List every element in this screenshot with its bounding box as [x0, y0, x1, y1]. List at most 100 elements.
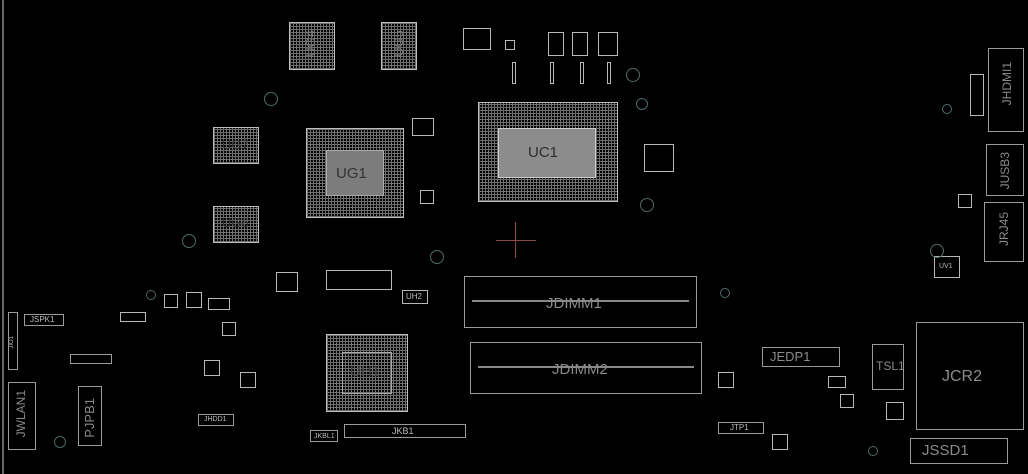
- label-jkbl1: JKBL1: [314, 433, 335, 440]
- label-ug7: UG7: [222, 137, 249, 152]
- component-top-h: [607, 62, 611, 84]
- mounting-hole: [146, 290, 156, 300]
- component-left-6: [204, 360, 220, 376]
- component-left-7: [240, 372, 256, 388]
- mounting-hole: [264, 92, 278, 106]
- mounting-hole: [626, 68, 640, 82]
- label-jedp1: JEDP1: [770, 349, 811, 364]
- connector-jspk1: [24, 314, 64, 326]
- component-mid-1: [326, 270, 392, 290]
- label-jhdd1: JHDD1: [204, 416, 227, 423]
- label-ug5: UG5: [391, 30, 406, 57]
- component-left-5: [222, 322, 236, 336]
- label-uv1: UV1: [939, 263, 953, 270]
- slot-jdimm1-rail: [472, 300, 689, 302]
- label-uh1: UH1: [350, 363, 381, 380]
- chip-ug1-die: [326, 150, 384, 196]
- slot-jdimm2-rail: [478, 366, 694, 368]
- label-jio1: JIO1: [9, 336, 15, 349]
- chip-uh1: [326, 334, 408, 412]
- label-jssd1: JSSD1: [922, 442, 969, 459]
- component-top-g: [580, 62, 584, 84]
- component-top-f: [550, 62, 554, 84]
- connector-jtp1: [718, 422, 764, 434]
- component-right-2: [828, 376, 846, 388]
- component-right-5: [772, 434, 788, 450]
- component-top-d: [598, 32, 618, 56]
- label-tsl1: TSL1: [876, 359, 905, 373]
- component-right-7: [970, 74, 984, 116]
- chip-uc1-die: [498, 128, 596, 178]
- label-jcr2: JCR2: [942, 368, 983, 385]
- component-top-b: [548, 32, 564, 56]
- component-right-6: [958, 194, 972, 208]
- label-pjpb1: PJPB1: [82, 398, 97, 438]
- connector-jrj45: [984, 202, 1024, 262]
- slot-jdimm1: [464, 276, 697, 328]
- component-right-1: [718, 372, 734, 388]
- connector-jkbl1: [310, 430, 338, 442]
- label-ug4: UG4: [303, 30, 318, 57]
- label-jspk1: JSPK1: [30, 315, 55, 324]
- connector-pin-header: [70, 354, 112, 364]
- mounting-hole: [430, 250, 444, 264]
- mounting-hole: [182, 234, 196, 248]
- component-mid-4: [644, 144, 674, 172]
- slot-jdimm2: [470, 342, 702, 394]
- component-top-a: [505, 40, 515, 50]
- component-top-e: [512, 62, 516, 84]
- component-left-3: [208, 298, 230, 310]
- label-ug6: UG6: [222, 215, 249, 230]
- label-uc1: UC1: [528, 144, 559, 161]
- label-jdimm2: JDIMM2: [552, 361, 608, 378]
- crosshair-horizontal: [496, 240, 536, 241]
- mounting-hole: [868, 446, 878, 456]
- mounting-hole: [636, 98, 648, 110]
- connector-pjpb1: [78, 386, 102, 446]
- component-mid-2: [412, 118, 434, 136]
- component-top-c: [572, 32, 588, 56]
- component-right-3: [840, 394, 854, 408]
- connector-jssd1: [910, 438, 1008, 464]
- component-puk1: [463, 28, 491, 50]
- label-jusb3: JUSB3: [998, 152, 1012, 190]
- component-mid-3: [420, 190, 434, 204]
- connector-jkb1: [344, 424, 466, 438]
- component-left-1: [164, 294, 178, 308]
- label-uh2: UH2: [406, 292, 423, 301]
- label-jwlan1: JWLAN1: [14, 390, 28, 438]
- component-tsl1: [872, 344, 904, 390]
- component-uh2: [402, 290, 428, 304]
- connector-jwlan1: [8, 382, 36, 450]
- component-left-2: [186, 292, 202, 308]
- connector-jusb3: [986, 144, 1024, 196]
- component-left-8: [276, 272, 298, 292]
- chip-ug6: [213, 206, 259, 243]
- component-right-4: [886, 402, 904, 420]
- connector-jhdd1: [198, 414, 234, 426]
- connector-jcr2: [916, 322, 1024, 430]
- crosshair-vertical: [515, 222, 516, 258]
- board-edge-left: [2, 0, 4, 474]
- mounting-hole: [930, 244, 944, 258]
- component-left-4: [120, 312, 146, 322]
- mounting-hole: [54, 436, 66, 448]
- label-jdimm1: JDIMM1: [546, 295, 602, 312]
- connector-jhdmi1: [988, 48, 1024, 132]
- mounting-hole: [640, 198, 654, 212]
- label-jkb1: JKB1: [392, 426, 414, 436]
- label-jhdmi1: JHDMI1: [1000, 62, 1014, 106]
- connector-jedp1: [762, 347, 840, 367]
- label-ug1: UG1: [336, 165, 367, 182]
- label-jtp1: JTP1: [730, 423, 749, 432]
- connector-jio1: [8, 312, 18, 370]
- chip-ug5: [381, 22, 417, 70]
- mounting-hole: [942, 104, 952, 114]
- component-uv1: [934, 256, 960, 278]
- label-jrj45: JRJ45: [997, 212, 1011, 247]
- chip-ug4: [289, 22, 335, 70]
- chip-uh1-center: [342, 352, 392, 394]
- chip-ug7: [213, 127, 259, 164]
- mounting-hole: [720, 288, 730, 298]
